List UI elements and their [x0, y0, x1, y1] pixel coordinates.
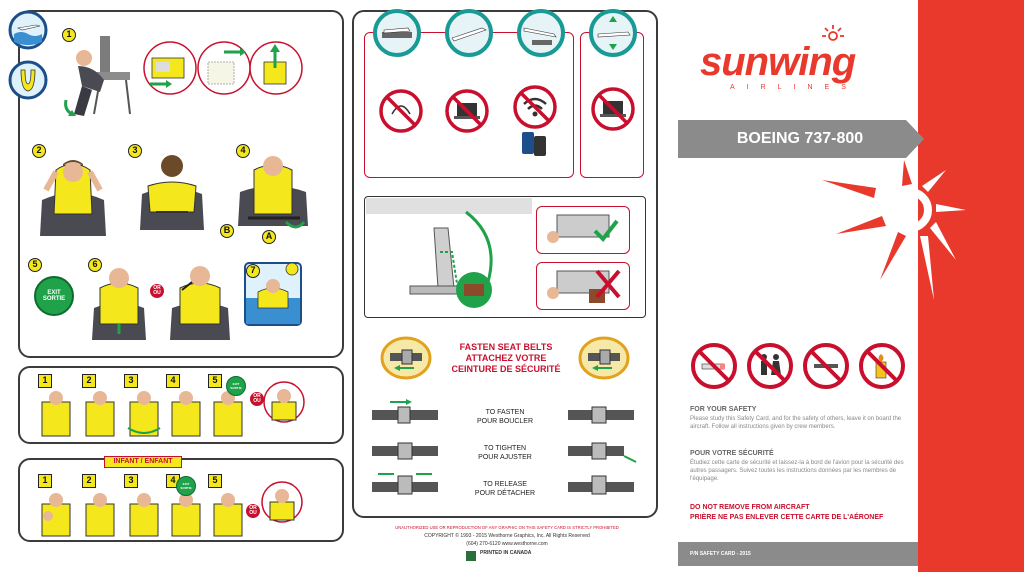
infant-step-2: 2	[82, 474, 96, 488]
aircraft-banner	[678, 120, 924, 158]
sunwing-logo-sun-icon	[818, 24, 848, 46]
inflate-vest-illustration	[90, 262, 148, 340]
exit-label-en: EXIT	[47, 290, 61, 296]
belt-rows-illustrations	[368, 398, 644, 502]
exit-label-fr: SORTIE	[42, 296, 66, 302]
strap-a-label: A	[262, 230, 276, 244]
step-4-badge: 4	[236, 144, 250, 158]
seatbelt-heading: FASTEN SEAT BELTS ATTACHEZ VOTRE CEINTUR…	[451, 342, 561, 374]
no-wifi-icon	[512, 84, 558, 130]
cruise-phase-icon	[584, 8, 642, 58]
child-step-1: 1	[38, 374, 52, 388]
seat-stowage-illustration	[366, 198, 532, 316]
takeoff-phase-icon	[440, 8, 498, 58]
child-or-badge: OR OU	[250, 392, 264, 406]
overhead-bin-ok	[536, 206, 630, 254]
vest-unpack-detail	[248, 40, 304, 96]
infant-exit-badge: EXIT SORTIE	[176, 476, 196, 496]
no-vaping-icon	[802, 342, 850, 390]
child-step-3: 3	[124, 374, 138, 388]
child-inflate-detail	[262, 380, 306, 424]
step-6-badge: 6	[88, 258, 102, 272]
contact-line: (604) 270-6120 www.westhorne.com	[466, 541, 548, 547]
overhead-bin-not-ok	[536, 262, 630, 310]
sun-graphic	[816, 150, 996, 310]
aircraft-type: BOEING 737-800	[736, 130, 864, 147]
child-exit-badge: EXIT SORTIE	[226, 376, 246, 396]
in-water-illustration	[244, 262, 302, 326]
tighten-text: TO TIGHTEN POUR AJUSTER	[478, 445, 532, 461]
step-3-badge: 3	[128, 144, 142, 158]
seatbelt-left-icon	[380, 336, 432, 380]
release-belt-illustration	[372, 473, 634, 495]
infant-inflate-detail	[260, 480, 304, 524]
safety-en-body: Please study this Safety Card, and for t…	[690, 416, 902, 430]
infant-step-1: 1	[38, 474, 52, 488]
step-2-badge: 2	[32, 144, 46, 158]
publisher-logo-icon	[466, 548, 476, 561]
don-vest-over-head-illustration	[28, 150, 118, 236]
no-lavatory-smoking-icon	[746, 342, 794, 390]
child-step-2: 2	[82, 374, 96, 388]
brand-name: sunwing	[700, 40, 856, 84]
no-laptop-cruise-icon	[590, 86, 636, 132]
exit-sortie-badge: EXIT SORTIE	[34, 276, 74, 316]
infant-or-badge: OR OU	[246, 504, 260, 518]
do-not-remove-en: DO NOT REMOVE FROM AIRCRAFT	[690, 504, 810, 511]
child-step-5: 5	[208, 374, 222, 388]
copyright-line: COPYRIGHT © 1993 - 2015 Westhorne Graphi…	[424, 533, 590, 539]
step-5-badge: 5	[28, 258, 42, 272]
taxi-phase-icon	[368, 8, 426, 58]
red-edge-stripe	[918, 0, 1024, 572]
step-1-badge: 1	[62, 28, 76, 42]
no-laptop-icon	[444, 88, 490, 134]
infant-vest-illustrations	[36, 488, 256, 538]
phone-icon	[520, 128, 550, 158]
printed-in-canada: PRINTED IN CANADA	[480, 550, 532, 556]
do-not-remove-fr: PRIÈRE NE PAS ENLEVER CETTE CARTE DE L'A…	[690, 514, 884, 521]
card-number: P/N SAFETY CARD - 2015	[690, 551, 751, 557]
seatbelt-right-icon	[578, 336, 630, 380]
pouch-open-detail	[142, 40, 198, 96]
child-step-4: 4	[166, 374, 180, 388]
tighten-belt-illustration	[372, 442, 637, 463]
landing-phase-icon	[512, 8, 570, 58]
strap-b-label: B	[220, 224, 234, 238]
fasten-belt-illustration	[372, 399, 634, 424]
child-vest-illustrations	[36, 388, 256, 438]
brand-subtitle: AIRLINES	[730, 84, 858, 91]
infant-step-3: 3	[124, 474, 138, 488]
life-vest-icon	[8, 60, 48, 100]
reach-under-seat-illustration	[60, 30, 140, 122]
step-7-badge: 7	[246, 264, 260, 278]
safety-fr-body: Étudiez cette carte de sécurité et laiss…	[690, 460, 904, 482]
or-badge: OR OU	[150, 284, 164, 298]
fasten-text: TO FASTEN POUR BOUCLER	[476, 409, 533, 425]
water-landing-icon	[8, 10, 48, 50]
light-icon	[285, 262, 299, 276]
blow-tube-illustration	[168, 260, 232, 340]
infant-label: INFANT / ENFANT	[104, 456, 182, 468]
pouch-pull-detail	[196, 40, 252, 96]
no-lighter-icon	[858, 342, 906, 390]
no-headphones-icon	[378, 88, 424, 134]
fasten-strap-illustration	[230, 148, 316, 238]
card-footer-bar	[678, 542, 918, 566]
release-text: TO RELEASE POUR DÉTACHER	[474, 481, 536, 497]
infant-step-5: 5	[208, 474, 222, 488]
vest-back-view-illustration	[136, 150, 208, 230]
safety-en-title: FOR YOUR SAFETY	[690, 406, 757, 413]
reproduction-warning: UNAUTHORIZED USE OR REPRODUCTION OF ANY …	[395, 525, 619, 530]
no-smoking-icon	[690, 342, 738, 390]
safety-fr-title: POUR VOTRE SÉCURITÉ	[690, 450, 774, 457]
stowage-outline	[364, 196, 646, 318]
